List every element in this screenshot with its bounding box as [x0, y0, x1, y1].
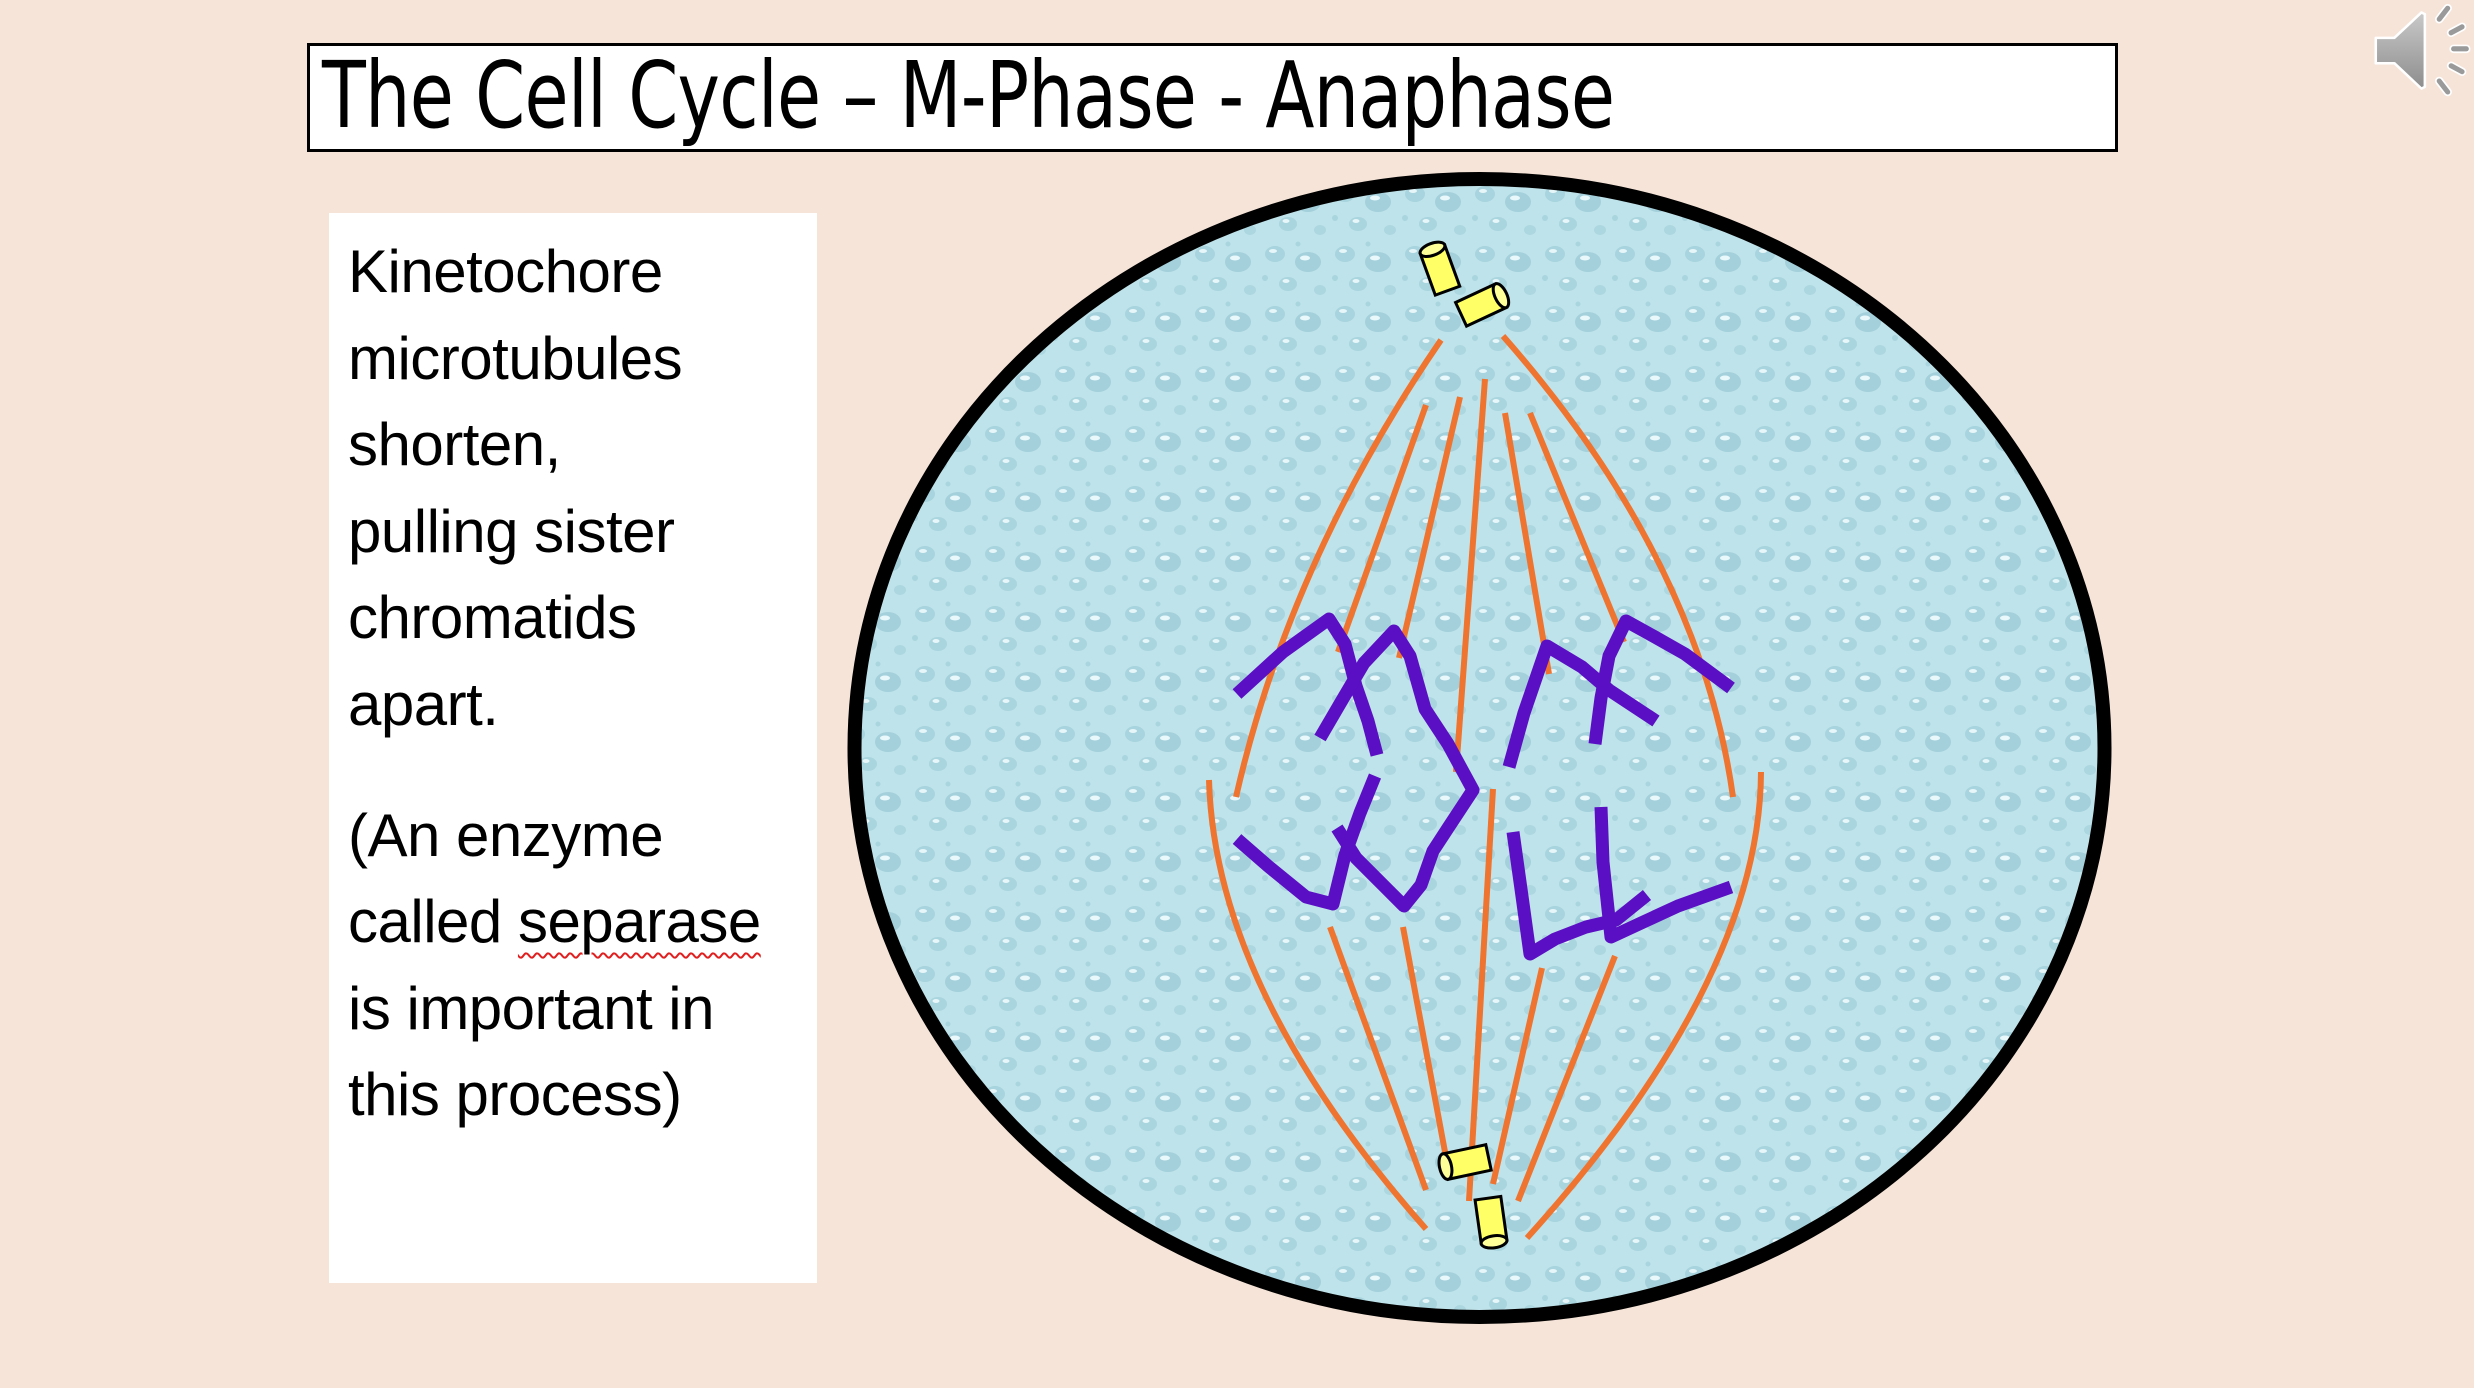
description-text-box: Kinetochore microtubules shorten, pullin…	[329, 213, 817, 1283]
description-paragraph-main: Kinetochore microtubules shorten, pullin…	[348, 229, 817, 749]
cell-membrane	[847, 172, 2112, 1324]
spindle-fibers	[1206, 334, 1764, 1241]
description-paragraph-note: (An enzyme called separase is important …	[348, 793, 817, 1139]
spindle-fiber	[1466, 788, 1496, 1202]
spindle-fiber	[1527, 411, 1627, 644]
text-line: called separase	[348, 879, 817, 966]
centrioles-bottom	[1437, 1142, 1509, 1250]
spindle-fiber	[1515, 954, 1618, 1203]
text-line: is important in	[348, 974, 714, 1042]
speaker-icon[interactable]	[2352, 4, 2474, 114]
centriole	[1473, 1194, 1509, 1250]
chromatid-left	[1232, 773, 1382, 911]
spindle-fiber	[1206, 779, 1429, 1231]
spindle-fiber	[1502, 412, 1552, 675]
spindle-fiber	[1500, 334, 1736, 798]
spindle-fiber	[1490, 967, 1545, 1185]
spindle-fiber	[1396, 396, 1463, 659]
chromatid-right	[1502, 639, 1660, 769]
spindle-fiber	[1453, 378, 1488, 773]
spindle-fiber	[1233, 338, 1444, 798]
slide-title: The Cell Cycle – M-Phase - Anaphase	[322, 43, 1615, 149]
spindle-fiber	[1524, 771, 1764, 1241]
spellcheck-flagged-word[interactable]: separase	[517, 888, 761, 956]
text-line: this process)	[348, 1061, 682, 1129]
chromatid-right	[1506, 831, 1652, 961]
chromatid-left	[1232, 612, 1384, 757]
text-line: Kinetochore	[348, 238, 663, 305]
chromatid-left	[1314, 624, 1480, 913]
centriole	[1437, 1142, 1494, 1182]
spindle-fiber	[1335, 403, 1429, 654]
text-line: microtubules	[348, 324, 683, 392]
text-line: apart.	[348, 670, 499, 738]
slide-title-box: The Cell Cycle – M-Phase - Anaphase	[307, 43, 2118, 152]
centriole	[1418, 240, 1462, 298]
text-fragment: called	[348, 888, 518, 956]
chromatid-right	[1588, 614, 1735, 745]
text-line: pulling sister	[348, 497, 675, 565]
chromatids	[1232, 612, 1735, 961]
text-line: (An enzyme	[348, 801, 664, 869]
text-line: chromatids	[348, 584, 637, 652]
text-line: shorten,	[348, 411, 561, 479]
centriole	[1453, 281, 1511, 329]
centrioles-top	[1418, 240, 1511, 329]
spindle-fiber	[1400, 926, 1451, 1169]
chromatid-right	[1594, 806, 1734, 944]
spindle-fiber	[1327, 925, 1429, 1192]
